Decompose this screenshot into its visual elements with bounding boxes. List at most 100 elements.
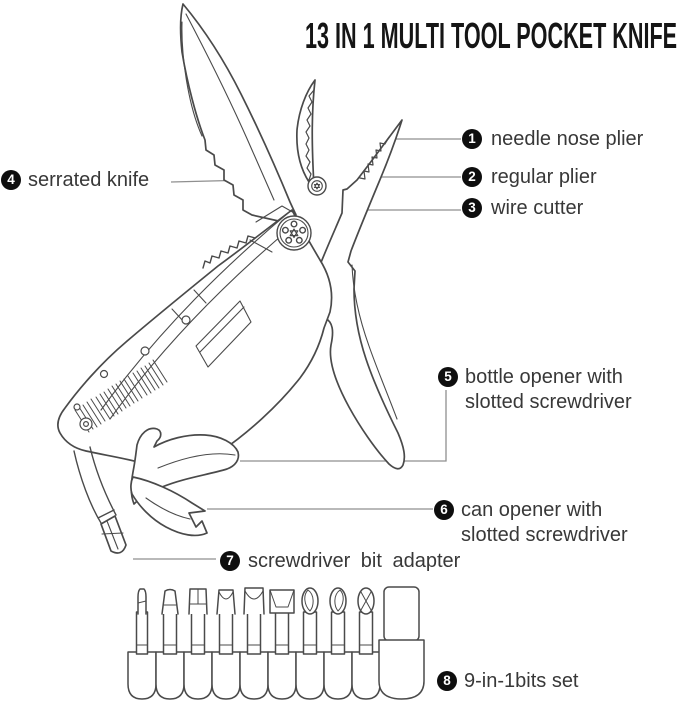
liner-line-inner xyxy=(109,224,295,420)
bottle-opener-fold-line xyxy=(157,453,236,469)
handle-screws xyxy=(73,315,191,431)
bit-holder-slot xyxy=(323,651,353,700)
adapter-holder xyxy=(378,639,425,700)
phillips-cross-lines xyxy=(101,520,124,550)
bit-detail-line xyxy=(189,588,207,646)
label-can-opener-line2: slotted screwdriver xyxy=(461,523,628,546)
bit xyxy=(357,587,375,655)
bit-holder-slot xyxy=(155,651,185,700)
pivot-screw xyxy=(307,176,327,196)
plate-hole xyxy=(295,236,303,244)
knife-edge-bevel-line xyxy=(181,21,203,137)
handle-right-inner-line xyxy=(351,264,398,420)
bit xyxy=(243,587,265,655)
label-bottle-opener: bottle opener with slotted screwdriver xyxy=(465,365,632,414)
torx-plate xyxy=(276,215,312,251)
bit xyxy=(188,588,208,655)
bit xyxy=(216,589,236,655)
bit-detail-line xyxy=(244,590,264,646)
bit-shank xyxy=(302,611,318,655)
can-opener xyxy=(130,476,208,537)
bit-adapter-tip xyxy=(73,446,127,554)
leader-line-5 xyxy=(240,390,447,462)
badge-4: 4 xyxy=(1,170,21,190)
bit-shank xyxy=(358,611,374,655)
bit-adapter-socket xyxy=(378,586,425,700)
bit xyxy=(269,589,295,655)
bit-tip-tapered xyxy=(161,588,179,615)
bit-detail-line xyxy=(359,591,373,646)
bit-holder xyxy=(127,651,381,700)
bit-shank xyxy=(330,611,346,655)
bit-holder-slot xyxy=(351,651,381,700)
label-wire-cutter: wire cutter xyxy=(491,197,584,219)
badge-6: 6 xyxy=(434,500,454,520)
bits-set-drawing xyxy=(127,586,425,700)
label-can-opener: can opener with slotted screwdriver xyxy=(461,498,628,547)
bit-tip-slotted-wide xyxy=(243,587,265,615)
label-serrated-knife: serrated knife xyxy=(28,169,150,191)
bit-detail-line xyxy=(163,604,177,646)
plate-hole xyxy=(290,220,298,228)
bit-detail-line xyxy=(331,589,345,646)
screw-icon xyxy=(73,403,81,411)
plier-jaw-left-teeth xyxy=(305,89,315,181)
bit-detail-line xyxy=(303,589,317,646)
plier-jaw-right-teeth xyxy=(359,136,390,180)
bit xyxy=(329,587,347,655)
label-bottle-opener-line2: slotted screwdriver xyxy=(465,390,632,413)
label-bottle-opener-line1: bottle opener with xyxy=(465,366,623,388)
liner-line-outer xyxy=(100,213,288,411)
bit-shank xyxy=(274,611,290,655)
bit-shank xyxy=(162,611,178,655)
badge-3: 3 xyxy=(462,198,482,218)
screwdriver-slot xyxy=(195,300,252,368)
bit-holder-slot xyxy=(127,651,157,700)
label-regular-plier: regular plier xyxy=(491,166,597,188)
plate-torx-star xyxy=(289,228,299,239)
bit-shank xyxy=(135,611,149,655)
knife-grind-line xyxy=(185,13,275,201)
phillips-tip xyxy=(100,515,127,554)
bit-holder-slot xyxy=(239,651,269,700)
bit-holder-slot xyxy=(295,651,325,700)
bit-holder-slot xyxy=(183,651,213,700)
bit-holder-slot xyxy=(267,651,297,700)
handle-left-details xyxy=(74,205,297,433)
label-bit-adapter: screwdriver bit adapter xyxy=(248,550,461,572)
screw-icon xyxy=(82,421,89,428)
label-bits-set: 9-in-1bits set xyxy=(464,670,579,692)
plate-hole xyxy=(281,226,289,234)
badge-7: 7 xyxy=(220,551,240,571)
handle-left xyxy=(57,209,333,468)
bit xyxy=(301,587,319,655)
screw-icon xyxy=(140,346,150,356)
thumb-grip-scallops xyxy=(202,235,256,269)
bit xyxy=(135,588,149,655)
can-opener-fold-line xyxy=(145,497,191,520)
plate-hole xyxy=(299,226,307,234)
screw-icon xyxy=(99,369,109,379)
plate-hole xyxy=(285,236,293,244)
badge-8: 8 xyxy=(437,671,457,691)
bit-shank xyxy=(190,611,206,655)
label-needle-nose-plier: needle nose plier xyxy=(491,128,644,150)
bit xyxy=(161,588,179,655)
bit-detail-line xyxy=(218,591,234,646)
badge-2: 2 xyxy=(462,167,482,187)
pivot-torx-star xyxy=(313,182,321,190)
bit-holder-slot xyxy=(211,651,241,700)
bit-shank xyxy=(246,611,262,655)
screw-icon xyxy=(181,315,191,325)
bit-tip-phillips xyxy=(329,587,347,615)
label-can-opener-line1: can opener with xyxy=(461,499,603,521)
badge-1: 1 xyxy=(462,129,482,149)
plier-jaw-left xyxy=(296,79,316,188)
bolster-facet xyxy=(249,205,297,253)
badge-5: 5 xyxy=(438,367,458,387)
bit-tip-phillips xyxy=(301,587,319,615)
adapter-neck xyxy=(73,446,117,524)
multi-tool-drawing xyxy=(57,3,406,554)
bit-shank xyxy=(218,611,234,655)
